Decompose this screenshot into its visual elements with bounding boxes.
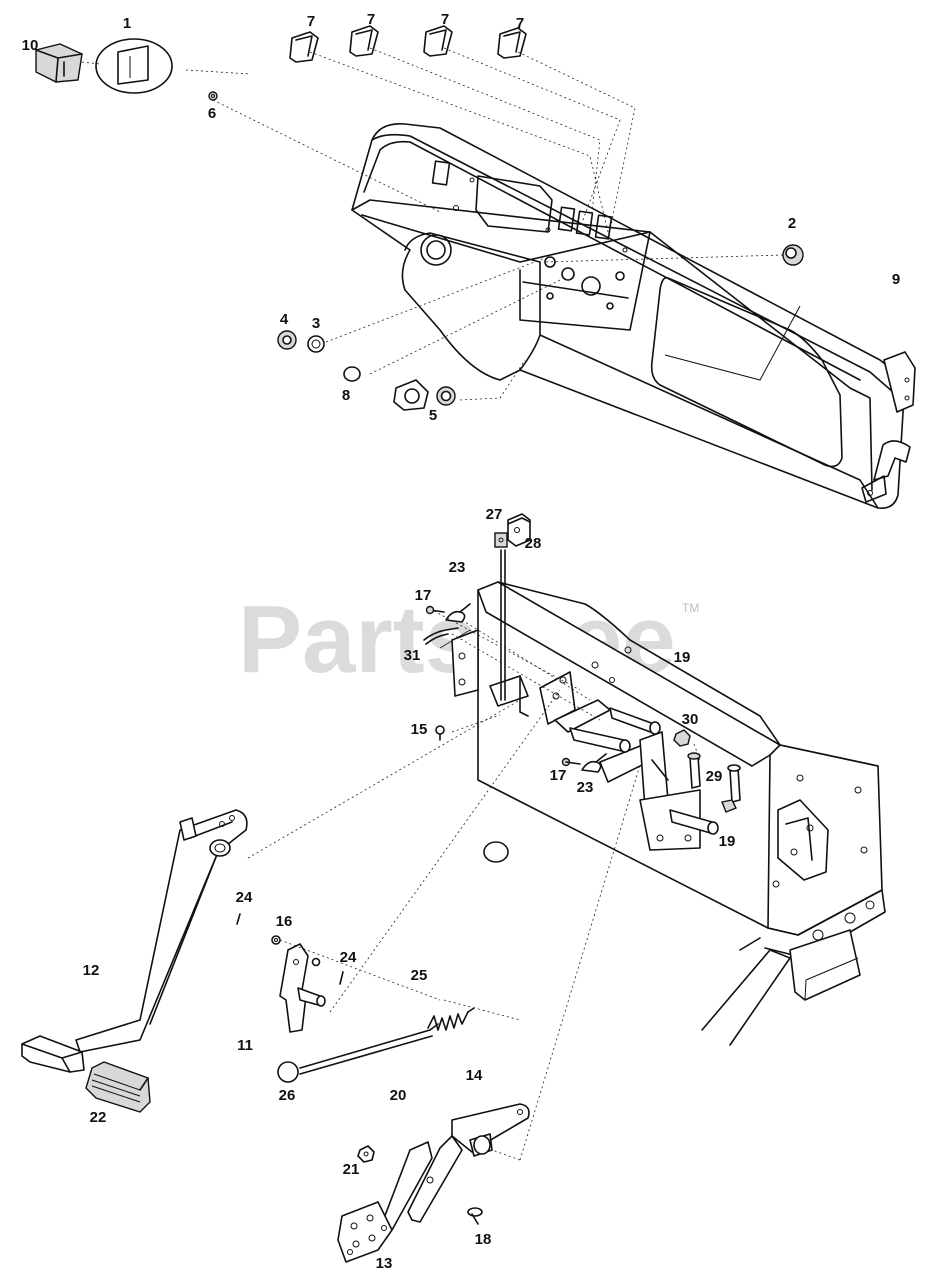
part-17-bolt-mid xyxy=(561,757,581,767)
dash-panel xyxy=(351,123,916,510)
part-7-cap-a xyxy=(289,31,319,63)
callout-8: 8 xyxy=(342,387,350,404)
part-16-washer xyxy=(271,935,281,945)
part-21-nut xyxy=(357,1145,375,1163)
part-6-nut xyxy=(208,91,218,101)
callout-19a: 19 xyxy=(674,649,691,666)
callout-14: 14 xyxy=(466,1067,483,1084)
part-17-bolt-top xyxy=(425,605,445,615)
part-8-plug xyxy=(343,366,361,382)
callout-9: 9 xyxy=(892,271,900,288)
part-23-pin-top xyxy=(445,603,471,623)
part-12-pedal-arm xyxy=(21,809,248,1073)
part-30-nut xyxy=(673,729,691,747)
callout-12: 12 xyxy=(83,962,100,979)
watermark-trademark: TM xyxy=(682,601,699,615)
part-29-bolt xyxy=(687,752,741,813)
callout-2: 2 xyxy=(788,215,796,232)
part-4-nut xyxy=(277,330,297,350)
callout-11: 11 xyxy=(237,1037,253,1054)
callout-18: 18 xyxy=(475,1231,492,1248)
callout-3: 3 xyxy=(312,315,320,332)
part-31-cotter-pin xyxy=(423,627,459,645)
part-10-switch xyxy=(35,43,83,83)
part-26-knob xyxy=(277,1061,299,1083)
callout-24a: 24 xyxy=(236,889,253,906)
callout-7a: 7 xyxy=(307,13,315,30)
callout-1: 1 xyxy=(123,15,131,32)
part-27-bracket xyxy=(507,513,531,547)
callout-16: 16 xyxy=(276,913,293,930)
pedal-frame xyxy=(451,549,886,1046)
callout-13: 13 xyxy=(376,1255,393,1272)
callout-20: 20 xyxy=(390,1087,407,1104)
callout-17b: 17 xyxy=(550,767,567,784)
linkage-leaders xyxy=(247,610,701,1161)
part-23-pin-mid xyxy=(581,753,607,773)
part-24-pin-a xyxy=(236,913,241,925)
part-25-spring xyxy=(427,1007,475,1031)
part-7-cap-b xyxy=(349,25,379,57)
part-24-pin-b xyxy=(311,957,344,985)
part-14-lever xyxy=(407,1103,530,1223)
callout-31: 31 xyxy=(404,647,421,664)
callout-labels: 1 2 3 4 5 6 7 7 7 7 8 9 10 11 12 13 14 1… xyxy=(22,11,901,1272)
part-20-rod xyxy=(299,1023,439,1075)
part-13-plate xyxy=(337,1141,433,1263)
part-22-pedal-pad xyxy=(85,1061,151,1113)
part-3-washer xyxy=(307,335,325,353)
callout-27: 27 xyxy=(486,506,503,523)
callout-23a: 23 xyxy=(449,559,466,576)
callout-15: 15 xyxy=(411,721,428,738)
callout-6: 6 xyxy=(208,105,216,122)
part-15-screw xyxy=(435,725,445,741)
callout-10: 10 xyxy=(22,37,39,54)
callout-26: 26 xyxy=(279,1087,296,1104)
part-7-cap-c xyxy=(423,25,453,57)
callout-28: 28 xyxy=(525,535,542,552)
callout-7c: 7 xyxy=(441,11,449,28)
callout-17a: 17 xyxy=(415,587,432,604)
callout-25: 25 xyxy=(411,967,428,984)
callout-7b: 7 xyxy=(367,11,375,28)
callout-4: 4 xyxy=(280,311,289,328)
part-11-bellcrank xyxy=(279,943,326,1033)
callout-5: 5 xyxy=(429,407,437,424)
callout-29: 29 xyxy=(706,768,723,785)
part-28-nut xyxy=(494,532,508,548)
part-1-gauge xyxy=(95,38,173,94)
part-2-knob xyxy=(782,244,804,266)
callout-22: 22 xyxy=(90,1109,107,1126)
callout-30: 30 xyxy=(682,711,699,728)
callout-21: 21 xyxy=(343,1161,360,1178)
part-5-ignition-switch xyxy=(393,379,456,411)
callout-24b: 24 xyxy=(340,949,357,966)
part-18-pin xyxy=(467,1207,483,1225)
part-7-cap-d xyxy=(497,27,527,59)
callout-7d: 7 xyxy=(516,15,524,32)
callout-23b: 23 xyxy=(577,779,594,796)
dash-leaders xyxy=(81,47,784,401)
callout-19b: 19 xyxy=(719,833,736,850)
